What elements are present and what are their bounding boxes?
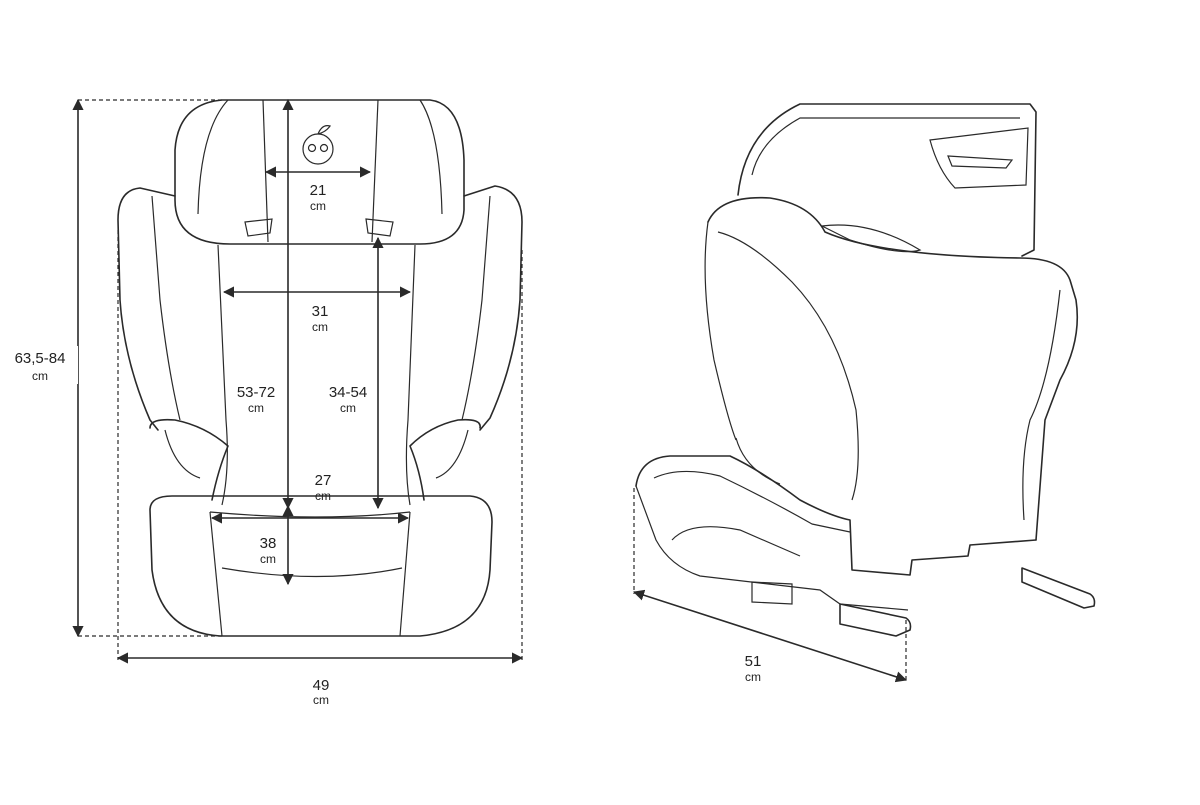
overall-width-value: 49 (313, 677, 330, 694)
isofix-connector-rear (1021, 567, 1096, 609)
backrest-width-value: 31 (312, 303, 329, 320)
headrest-outline (174, 99, 465, 245)
shoulder-height-value: 34-54 (329, 384, 367, 401)
front-view-seat-outline (117, 99, 523, 637)
backrest-width-unit: cm (312, 320, 328, 334)
shoulder-height-unit: cm (340, 401, 356, 415)
overall-width-unit: cm (313, 693, 329, 707)
side-view-seat-outline (635, 103, 1096, 637)
seat-width-value: 27 (315, 472, 332, 489)
seat-cushion-outline (149, 495, 493, 637)
backrest-outline (117, 185, 523, 431)
overall-depth-unit: cm (745, 670, 761, 684)
overall-depth-value: 51 (745, 653, 762, 670)
overall-depth-line (632, 589, 908, 683)
seat-depth-unit: cm (260, 552, 276, 566)
brand-logo (302, 125, 334, 165)
side-backrest-outline (707, 196, 1079, 541)
total-height-value: 63,5-84 (15, 350, 66, 367)
total-height-unit: cm (32, 369, 48, 383)
backrest-height-unit: cm (248, 401, 264, 415)
side-seat-outline (635, 455, 1037, 576)
headrest-width-value: 21 (310, 182, 327, 199)
seat-depth-value: 38 (260, 535, 277, 552)
side-headrest-outline (737, 103, 1037, 257)
headrest-width-unit: cm (310, 199, 326, 213)
dim-labels: 63,5-84 cm 49 cm 21 cm 31 cm 53-72 cm 34… (0, 182, 761, 707)
backrest-height-value: 53-72 (237, 384, 275, 401)
seat-width-unit: cm (315, 489, 331, 503)
